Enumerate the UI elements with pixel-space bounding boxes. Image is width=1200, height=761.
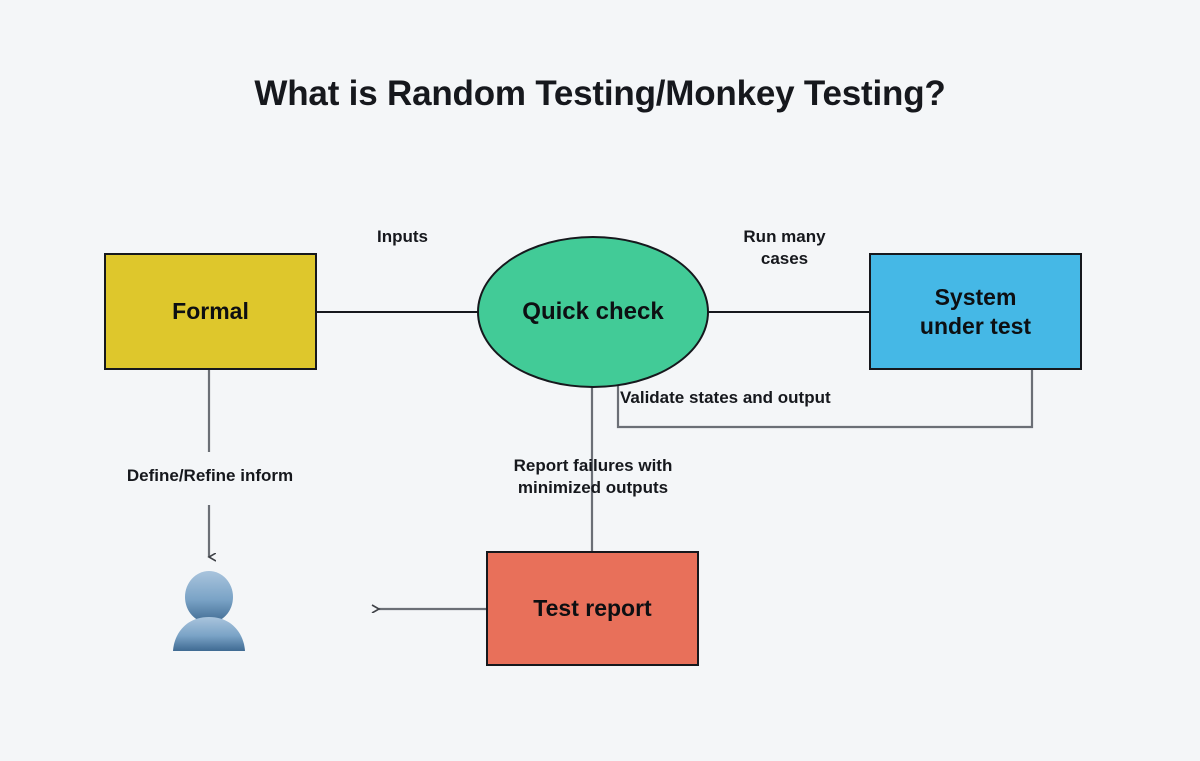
node-system-under-test-label: System under test [919,284,1032,339]
node-quick-check-label: Quick check [522,298,664,326]
node-system-under-test[interactable]: System under test [869,253,1082,370]
node-test-report[interactable]: Test report [486,551,699,666]
node-quick-check[interactable]: Quick check [477,236,709,388]
edge-label-inputs: Inputs [377,227,428,246]
page-title: What is Random Testing/Monkey Testing? [254,74,946,113]
edge-sut-to-quick-check [616,370,1034,429]
edge-label-define-refine-inform: Define/Refine inform [126,466,294,485]
node-formal-label: Formal [172,298,249,325]
node-formal[interactable]: Formal [104,253,317,370]
edge-label-run-many-cases: Run many cases [743,227,826,268]
node-test-report-label: Test report [533,595,652,622]
edge-label-report-failures: Report failures with minimized outputs [513,456,673,497]
person-icon [173,571,245,651]
edge-label-validate-states-and-output: Validate states and output [620,388,831,407]
